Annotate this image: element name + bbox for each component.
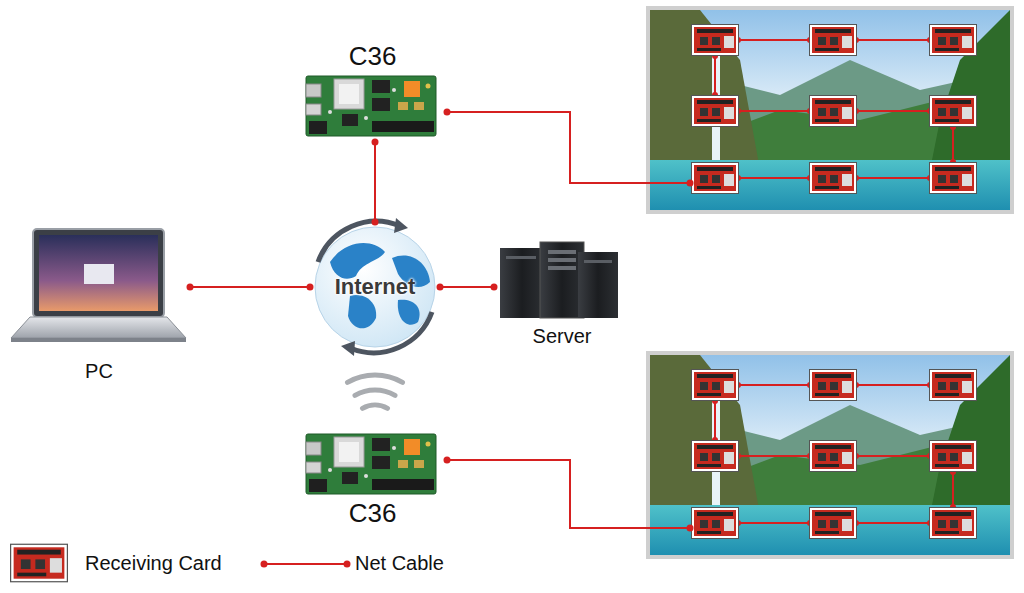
controller-board [306, 76, 436, 136]
node-label: C36 [349, 499, 397, 529]
server-node: Server [494, 222, 630, 352]
controller-node: C36 [300, 38, 445, 142]
cable-dot [372, 139, 379, 146]
legend-cable-sample [261, 561, 351, 568]
net-cable [372, 139, 379, 226]
led-screen [648, 353, 1012, 557]
cable-dot [437, 284, 444, 291]
controller-node: C36 [300, 428, 445, 533]
node-label: Server [533, 325, 592, 348]
node-label: Internet [335, 274, 416, 299]
node-label: PC [85, 360, 113, 383]
internet-node: Internet [310, 222, 440, 352]
legend-label: Net Cable [355, 552, 444, 575]
cable-dot [307, 284, 314, 291]
net-cable [447, 112, 690, 528]
server-icon [500, 242, 618, 318]
laptop-icon [11, 229, 186, 342]
controller-board [306, 434, 436, 494]
cable-dot [491, 284, 498, 291]
cable-dot [444, 109, 694, 532]
net-cable [437, 284, 498, 291]
legend-card-sample [11, 544, 68, 581]
globe-icon [315, 218, 435, 356]
wifi-symbol [348, 375, 403, 408]
net-cable [187, 284, 314, 291]
node-label: C36 [349, 42, 397, 72]
pc-node: PC [8, 222, 190, 387]
led-screen [648, 8, 1012, 212]
cable-line [374, 142, 376, 222]
cable-dot [187, 284, 194, 291]
cable-line [440, 286, 494, 288]
cable-dot [372, 219, 379, 226]
legend-label: Receiving Card [85, 552, 222, 575]
cable-line [190, 286, 310, 288]
